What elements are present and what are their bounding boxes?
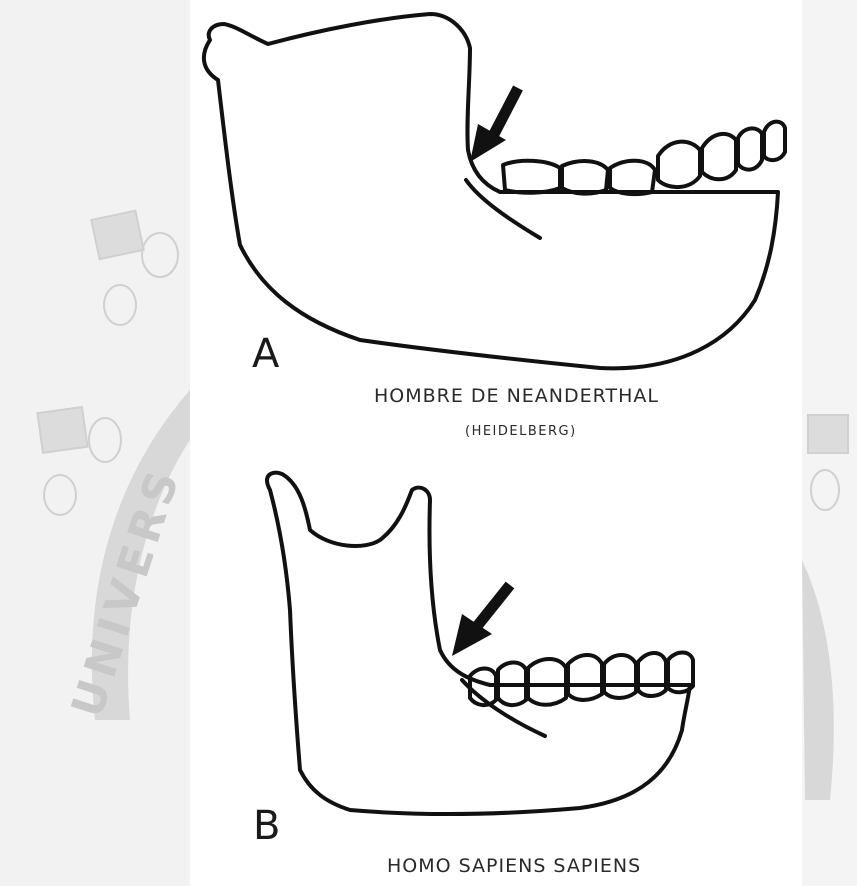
tooth: [503, 161, 560, 193]
tooth: [562, 161, 608, 194]
panel-b-label: B: [253, 806, 280, 846]
tooth: [568, 655, 602, 700]
mandible-b-arrow-shaft: [474, 585, 510, 630]
tooth: [610, 161, 655, 194]
panel-a-subcaption: (HEIDELBERG): [465, 424, 577, 439]
mandible-a-outline: [204, 14, 778, 368]
tooth: [702, 134, 736, 179]
tooth: [528, 659, 566, 705]
panel-b-caption: HOMO SAPIENS SAPIENS: [387, 855, 641, 877]
tooth: [764, 122, 785, 160]
panel-a-label: A: [252, 334, 279, 374]
mandible-a-arrow-shaft: [492, 88, 518, 138]
mandible-b-oblique-line: [462, 680, 545, 736]
panel-a-caption: HOMBRE DE NEANDERTHAL: [374, 385, 659, 407]
tooth: [638, 653, 666, 696]
tooth: [658, 142, 700, 187]
tooth: [604, 655, 636, 698]
mandible-b-teeth: [470, 653, 693, 706]
mandible-a-teeth: [503, 122, 785, 194]
tooth: [738, 128, 762, 169]
mandible-b-outline: [267, 473, 690, 814]
